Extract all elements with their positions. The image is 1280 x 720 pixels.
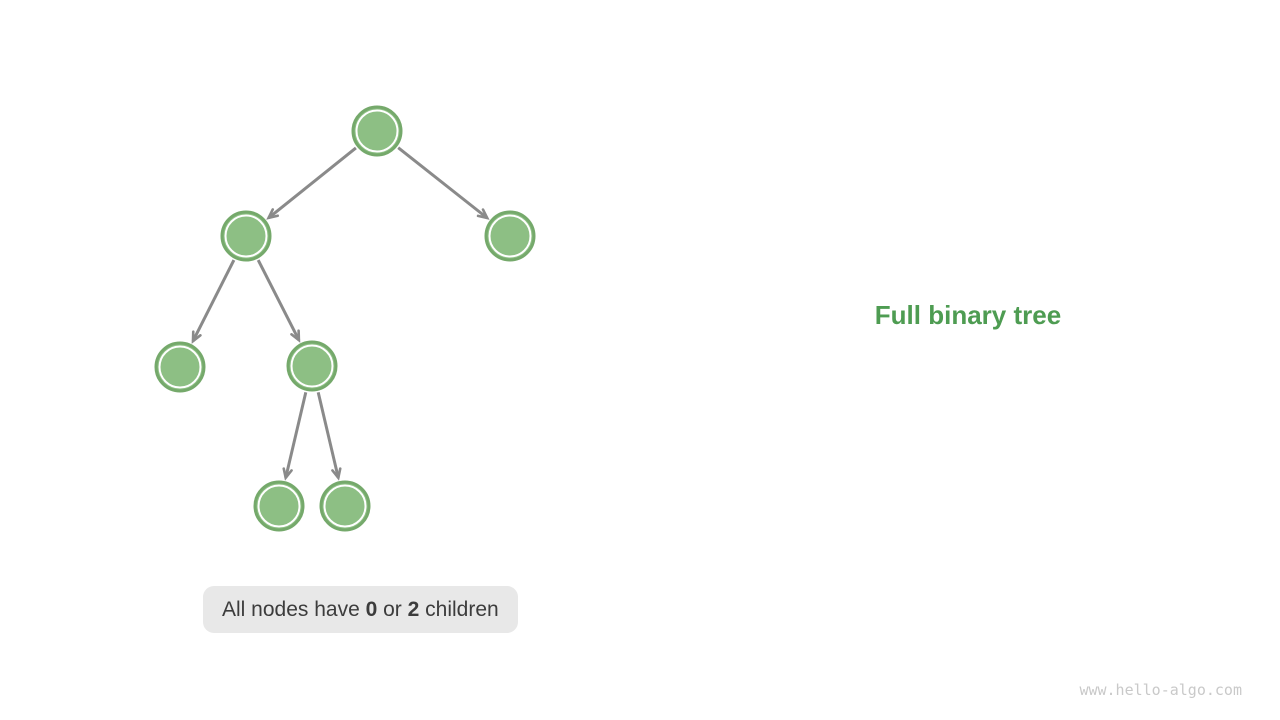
tree-node [319, 480, 371, 532]
caption-box: All nodes have 0 or 2 children [203, 586, 518, 633]
caption-text-segment: All nodes have [222, 598, 366, 621]
tree-node [351, 105, 403, 157]
caption-text-segment: children [419, 598, 499, 621]
diagram-title: Full binary tree [874, 300, 1062, 330]
tree-edge [282, 391, 308, 481]
watermark: www.hello-algo.com [1079, 681, 1242, 699]
tree-edge [397, 146, 490, 220]
caption-bold-zero: 0 [365, 598, 378, 621]
tree-node [220, 210, 272, 262]
tree-edge [191, 259, 236, 344]
tree-node [154, 341, 206, 393]
tree-edge [316, 391, 342, 481]
tree-node [253, 480, 305, 532]
tree-node [484, 210, 536, 262]
tree-edge [266, 146, 357, 220]
tree-edge [256, 259, 301, 343]
caption-bold-two: 2 [407, 598, 420, 621]
tree-node [286, 340, 338, 392]
caption-text-segment: or [377, 598, 408, 621]
